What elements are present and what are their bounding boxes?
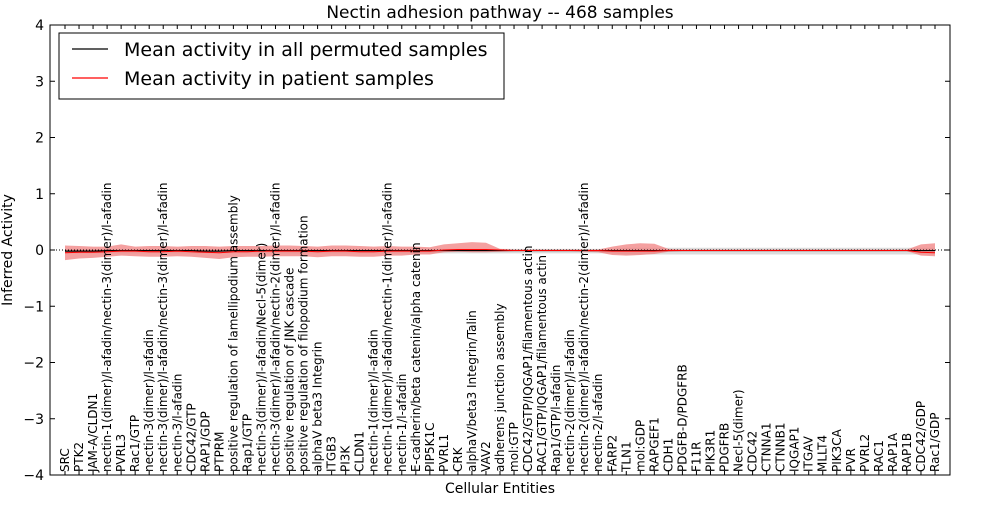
- x-tick-label: CDC42: [746, 431, 760, 472]
- x-tick-label: mol:GDP: [633, 420, 647, 472]
- x-tick-label: nectin-3(dimer)/l-afadin: [142, 329, 156, 472]
- chart-title: Nectin adhesion pathway -- 468 samples: [326, 3, 673, 23]
- x-tick-label: RAC1/GTP/IQGAP1/filamentous actin: [535, 255, 549, 472]
- x-tick-label: nectin-2(dimer)/l-afadin/nectin-2(dimer)…: [577, 183, 591, 472]
- y-tick-label: −4: [23, 468, 44, 484]
- x-tick-label: Rac1/GTP: [128, 415, 142, 472]
- y-tick-label: −1: [23, 299, 44, 315]
- y-tick-label: 4: [35, 18, 44, 34]
- x-tick-label: PTK2: [72, 442, 86, 472]
- x-tick-label: RAP1A: [886, 432, 900, 472]
- x-tick-label: adherens junction assembly: [493, 303, 507, 472]
- x-tick-label: nectin-1(dimer)/l-afadin: [367, 329, 381, 472]
- x-tick-label: positive regulation of lamellipodium ass…: [226, 195, 240, 472]
- x-tick-label: PVR: [844, 448, 858, 472]
- legend-label-permuted: Mean activity in all permuted samples: [124, 39, 487, 61]
- x-tick-label: alphaV/beta3 Integrin/Talin: [465, 310, 479, 472]
- x-tick-label: PVRL1: [437, 434, 451, 472]
- legend-label-patient: Mean activity in patient samples: [124, 68, 434, 90]
- x-tick-label: nectin-3/l-afadin: [170, 374, 184, 472]
- y-tick-label: −2: [23, 356, 44, 372]
- x-tick-label: RAC1: [872, 440, 886, 472]
- y-tick-label: 1: [35, 187, 44, 203]
- y-tick-label: 0: [35, 243, 44, 259]
- x-tick-label: nectin-3(dimer)/l-afadin/nectin-3(dimer)…: [156, 183, 170, 472]
- x-tick-label: MLLT4: [816, 435, 830, 472]
- x-tick-label: RAP1B: [900, 433, 914, 472]
- x-tick-label: positive regulation of filopodium format…: [297, 215, 311, 472]
- axes-layer: −4 −3 −2 −1 0 1 2 3 4: [23, 18, 951, 484]
- x-tick-label: F11R: [689, 441, 703, 472]
- x-tick-label: PDGFRB: [718, 423, 732, 472]
- y-tick-label: −3: [23, 412, 44, 428]
- x-tick-label: nectin-3(dimer)/l-afadin/Necl-5(dimer): [254, 243, 268, 472]
- line-layer: [50, 248, 950, 254]
- x-tick-label: PIP5K1C: [423, 422, 437, 472]
- x-tick-label: JAM-A/CLDN1: [86, 393, 100, 473]
- x-tick-label: Rap1/GTP/l-afadin: [549, 365, 563, 472]
- x-axis-label: Cellular Entities: [445, 481, 555, 497]
- x-tick-label: CDC42/GTP/IQGAP1/filamentous actin: [521, 246, 535, 472]
- x-tick-label: PI3K: [339, 445, 353, 472]
- x-tick-label: PIK3CA: [830, 428, 844, 472]
- x-tick-label: CDC42/GDP: [914, 401, 928, 472]
- x-tick-label: CTNNA1: [760, 422, 774, 472]
- y-tick-label: 2: [35, 131, 44, 147]
- x-tick-label: PVRL3: [114, 434, 128, 472]
- x-tick-label: RAPGEF1: [647, 417, 661, 472]
- x-tick-label: nectin-3(dimer)/l-afadin/nectin-2(dimer)…: [268, 183, 282, 472]
- x-tick-label: mol:GTP: [507, 422, 521, 472]
- x-tick-label: VAV2: [479, 441, 493, 472]
- x-tick-label: CTNNB1: [774, 422, 788, 472]
- x-tick-label: Rac1/GDP: [928, 413, 942, 472]
- x-tick-label: nectin-2/l-afadin: [591, 374, 605, 472]
- x-tick-label: TLN1: [619, 441, 633, 473]
- x-tick-label: FARP2: [605, 435, 619, 472]
- x-tick-label: nectin-1(dimer)/l-afadin/nectin-3(dimer)…: [100, 183, 114, 472]
- legend: Mean activity in all permuted samples Me…: [58, 32, 505, 100]
- x-tick-label: CLDN1: [353, 431, 367, 472]
- legend-box: [58, 32, 505, 100]
- x-tick-label: CDH1: [661, 438, 675, 472]
- x-tick-label: PTPRM: [212, 432, 226, 473]
- x-tick-label: nectin-1(dimer)/l-afadin/nectin-1(dimer)…: [381, 183, 395, 472]
- x-tick-label: RAP1/GDP: [198, 411, 212, 472]
- y-axis-label: Inferred Activity: [0, 194, 16, 306]
- x-tick-label: positive regulation of JNK cascade: [283, 268, 297, 472]
- y-tick-label: 3: [35, 74, 44, 90]
- x-tick-label: PDGFB-D/PDGFRB: [675, 364, 689, 472]
- x-tick-label: ITGB3: [325, 436, 339, 472]
- x-tick-label: Necl-5(dimer): [732, 389, 746, 472]
- x-tick-label: IQGAP1: [788, 427, 802, 472]
- patient-mean-line: [64, 248, 936, 254]
- x-tick-label: ITGAV: [802, 435, 816, 472]
- x-tick-label: nectin-1/l-afadin: [395, 374, 409, 472]
- x-tick-label: SRC: [58, 448, 72, 472]
- x-tick-label: nectin-2(dimer)/l-afadin: [563, 329, 577, 472]
- x-tick-label: alphaV beta3 Integrin: [311, 341, 325, 472]
- x-tick-label: Rap1/GTP: [240, 414, 254, 472]
- x-tick-label: PIK3R1: [703, 430, 717, 472]
- x-tick-label: E-cadherin/beta catenin/alpha catenin: [409, 242, 423, 472]
- x-tick-label: CRK: [451, 446, 465, 472]
- x-tick-label: PVRL2: [858, 434, 872, 472]
- x-tick-label: CDC42/GTP: [184, 403, 198, 472]
